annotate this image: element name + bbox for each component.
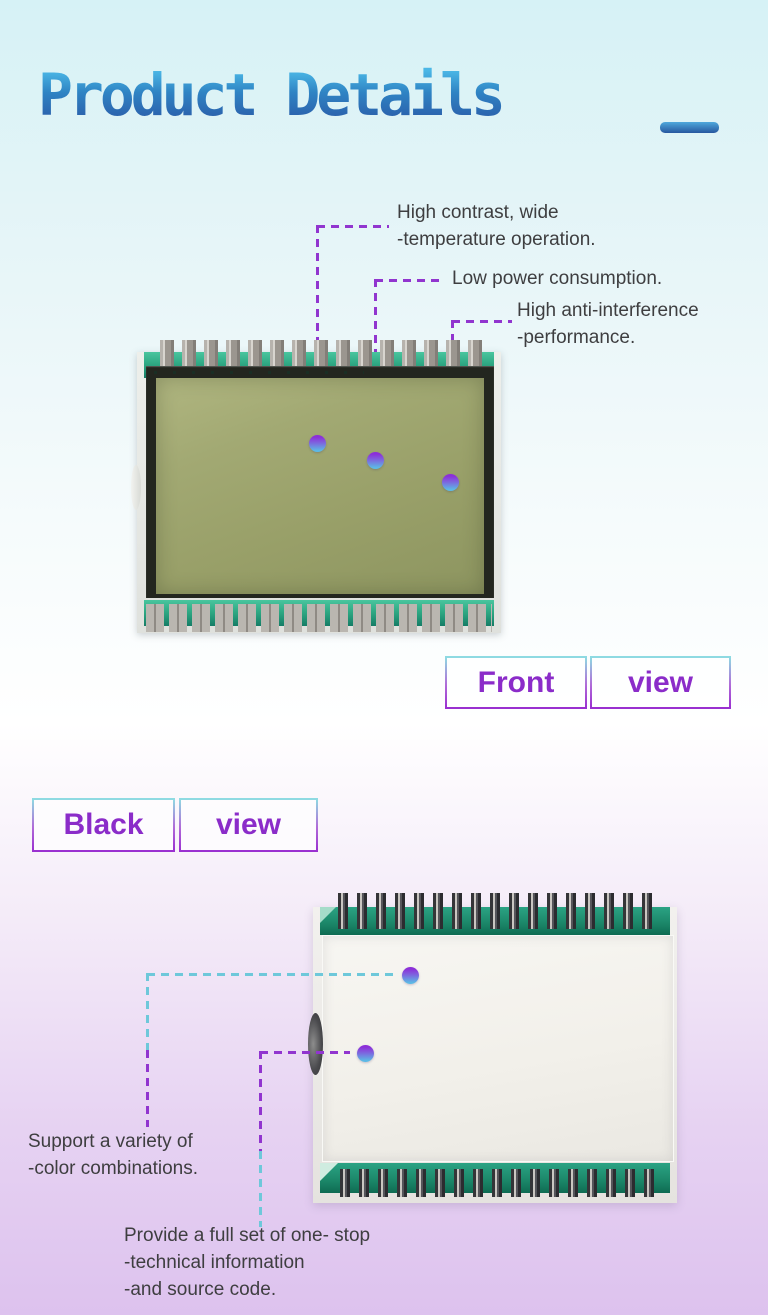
- annotation-line: Low power consumption.: [452, 268, 663, 289]
- annotation-line: -color combinations.: [28, 1158, 199, 1179]
- callout-line: [147, 973, 395, 976]
- front-view-label-right: view: [590, 656, 731, 709]
- test-point-dots: [154, 371, 364, 374]
- annotation-high-contrast: High contrast, wide -temperature operati…: [397, 199, 596, 253]
- callout-dot: [367, 452, 384, 469]
- annotation-line: -and source code.: [124, 1279, 277, 1300]
- annotation-color-combinations: Support a variety of -color combinations…: [28, 1128, 198, 1182]
- pcb-corner-notch: [320, 907, 336, 923]
- title-accent-bar: [660, 122, 719, 133]
- page-title: Product Details: [38, 61, 506, 129]
- pin-row-top: [160, 340, 482, 366]
- callout-line: [146, 973, 149, 1050]
- callout-dot: [442, 474, 459, 491]
- callout-line: [452, 320, 512, 323]
- lcd-screen: [322, 935, 674, 1162]
- lcd-module-front-image: [131, 340, 504, 635]
- annotation-line: -technical information: [124, 1252, 305, 1273]
- callout-line: [260, 1051, 350, 1054]
- label-text: view: [627, 665, 694, 699]
- front-view-label-left: Front: [445, 656, 587, 709]
- glass-fill-port: [131, 465, 141, 510]
- annotation-line: -temperature operation.: [397, 229, 596, 250]
- lcd-screen: [156, 378, 484, 594]
- pin-row-bottom: [146, 604, 492, 632]
- callout-line: [259, 1051, 262, 1151]
- black-view-label-left: Black: [32, 798, 175, 852]
- callout-dot: [402, 967, 419, 984]
- callout-line: [317, 225, 389, 228]
- label-text: Black: [63, 808, 144, 841]
- annotation-anti-interference: High anti-interference -performance.: [517, 297, 699, 351]
- annotation-line: Support a variety of: [28, 1131, 193, 1152]
- callout-dot: [309, 435, 326, 452]
- callout-dot: [357, 1045, 374, 1062]
- black-view-label-right: view: [179, 798, 318, 852]
- pin-row-top: [338, 893, 656, 929]
- pin-row-bottom: [340, 1169, 655, 1197]
- callout-line: [316, 225, 319, 372]
- annotation-line: High anti-interference: [517, 300, 699, 321]
- annotation-low-power: Low power consumption.: [452, 265, 662, 292]
- callout-line: [146, 1050, 149, 1127]
- pcb-corner-notch: [320, 1163, 338, 1181]
- callout-line: [259, 1151, 262, 1227]
- annotation-line: Provide a full set of one- stop: [124, 1225, 371, 1246]
- callout-line: [375, 279, 443, 282]
- label-text: view: [215, 808, 282, 841]
- glass-fill-port: [308, 1013, 323, 1075]
- label-text: Front: [477, 665, 555, 699]
- annotation-line: -performance.: [517, 327, 636, 348]
- annotation-line: High contrast, wide: [397, 202, 559, 223]
- annotation-one-stop: Provide a full set of one- stop -technic…: [124, 1222, 370, 1303]
- callout-line: [374, 279, 377, 372]
